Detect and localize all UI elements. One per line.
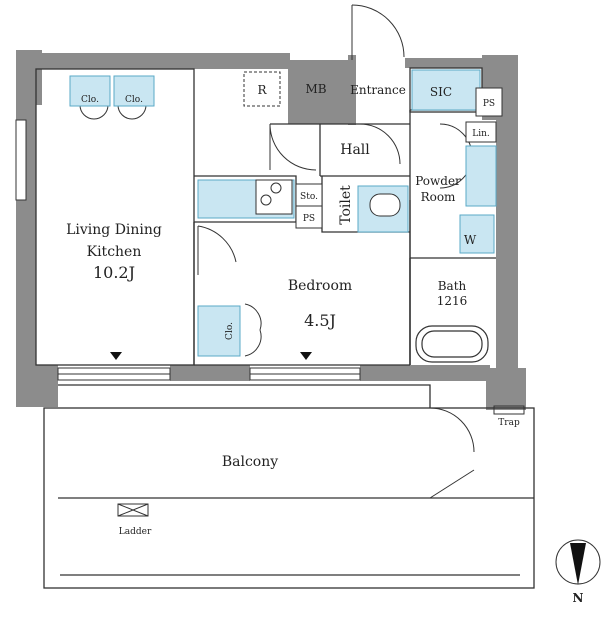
powder-label-1: Powder: [415, 174, 461, 188]
sic-label: SIC: [430, 85, 452, 99]
north-label: N: [573, 591, 584, 605]
entrance-arrows: [110, 352, 312, 360]
ladder-icon: [117, 503, 149, 517]
labels: Living Dining Kitchen 10.2J Bedroom 4.5J…: [66, 82, 583, 605]
closet-1: [69, 75, 111, 107]
bedroom-closet: [197, 305, 241, 357]
trap-icon: [493, 405, 525, 415]
r-label: R: [257, 83, 267, 97]
interior-walls: [35, 67, 535, 589]
ldk-label-2: Kitchen: [87, 244, 142, 260]
stove-icon: [255, 179, 293, 215]
bedroom-size: 4.5J: [304, 311, 336, 330]
washer: [459, 214, 495, 254]
powder-vanity: [465, 145, 497, 207]
hall-label: Hall: [340, 142, 370, 158]
r-box: [243, 71, 281, 107]
clo-label-bed: Clo.: [225, 322, 235, 340]
ldk-size: 10.2J: [93, 263, 135, 282]
ladder-label: Ladder: [119, 527, 152, 537]
bath-label: Bath: [438, 279, 467, 293]
powder-label-2: Room: [421, 190, 456, 204]
small-boxes: [295, 87, 503, 229]
bedroom-label: Bedroom: [288, 278, 352, 294]
balcony-label: Balcony: [222, 454, 278, 470]
bath-size: 1216: [437, 294, 468, 308]
sic-area: [411, 69, 481, 111]
lin-label: Lin.: [472, 129, 490, 139]
trap-label: Trap: [498, 418, 520, 428]
toilet-bowl-icon: [369, 193, 401, 217]
clo-label-1: Clo.: [81, 95, 99, 105]
toilet-label: Toilet: [338, 185, 354, 225]
closet-2: [113, 75, 155, 107]
compass-icon: [555, 539, 601, 585]
bathtub-icon: [415, 325, 489, 363]
ps-top-label: PS: [483, 99, 495, 109]
mb-label: MB: [305, 82, 326, 96]
clo-label-2: Clo.: [125, 95, 143, 105]
ps-kitchen-label: PS: [303, 214, 315, 224]
fixtures: [69, 69, 497, 357]
w-label: W: [464, 233, 477, 247]
windows: [15, 119, 361, 381]
sto-label: Sto.: [300, 192, 318, 202]
door-swings: [79, 4, 475, 499]
entrance-label: Entrance: [350, 83, 406, 97]
ldk-label-1: Living Dining: [66, 222, 162, 238]
